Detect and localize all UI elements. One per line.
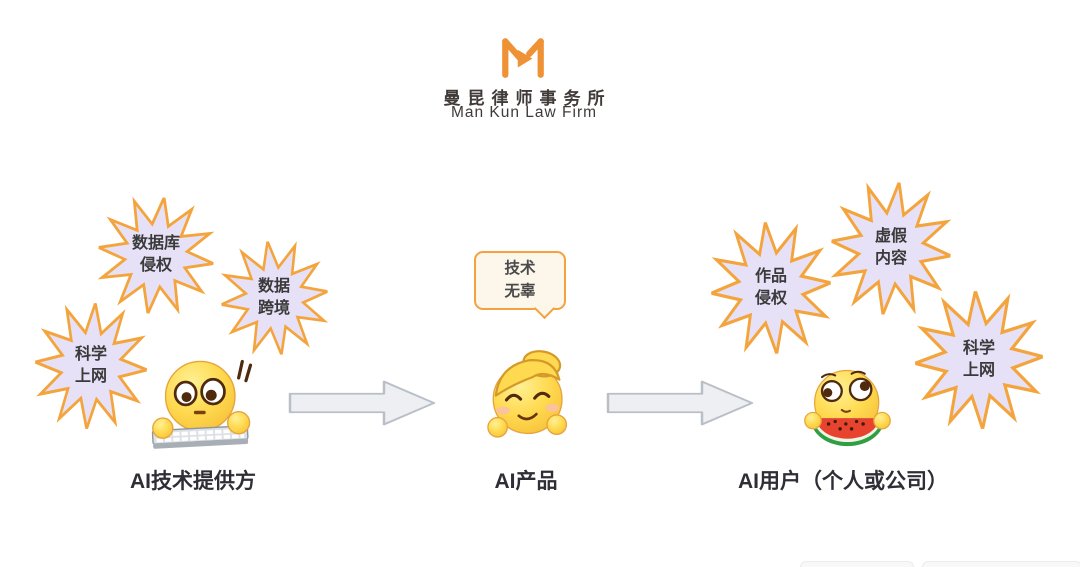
burst-label: 作品 侵权 [754,267,788,308]
speech-bubble-text: 技术 无辜 [504,260,536,300]
risk-burst-data-crossborder: 数据 跨境 [214,234,335,362]
burst-label: 科学 上网 [962,339,995,380]
burst-label: 虚假 内容 [874,228,908,268]
logo-name-cn: 曼昆律师事务所 [443,89,612,108]
risk-burst-work-infringement: 作品 侵权 [705,217,837,359]
speech-bubble: 技术 无辜 [474,251,566,310]
burst-label: 数据库 侵权 [131,235,181,275]
bottom-edge-card [922,561,1080,567]
mankun-logo-icon [502,38,544,78]
burst-label: 数据 跨境 [258,277,291,318]
logo-name-en: Man Kun Law Firm [450,104,598,121]
innocent-smile-emoji [487,350,568,438]
risk-burst-vpn-right: 科学 上网 [911,287,1047,433]
flow-arrow-icon [606,380,754,426]
role-label-ai-user: AI用户（个人或公司） [738,470,948,493]
eating-melon-emoji [804,369,891,447]
bottom-edge-card [800,561,914,567]
risk-burst-database-infringement: 数据库 侵权 [90,189,222,322]
risk-burst-vpn-left: 科学 上网 [30,299,152,433]
role-label-ai-product: AI产品 [494,470,558,493]
role-label-ai-provider: AI技术提供方 [130,470,256,493]
flow-arrow-icon [288,380,436,426]
nervous-typing-emoji [151,359,253,449]
burst-label: 科学 上网 [74,345,108,385]
